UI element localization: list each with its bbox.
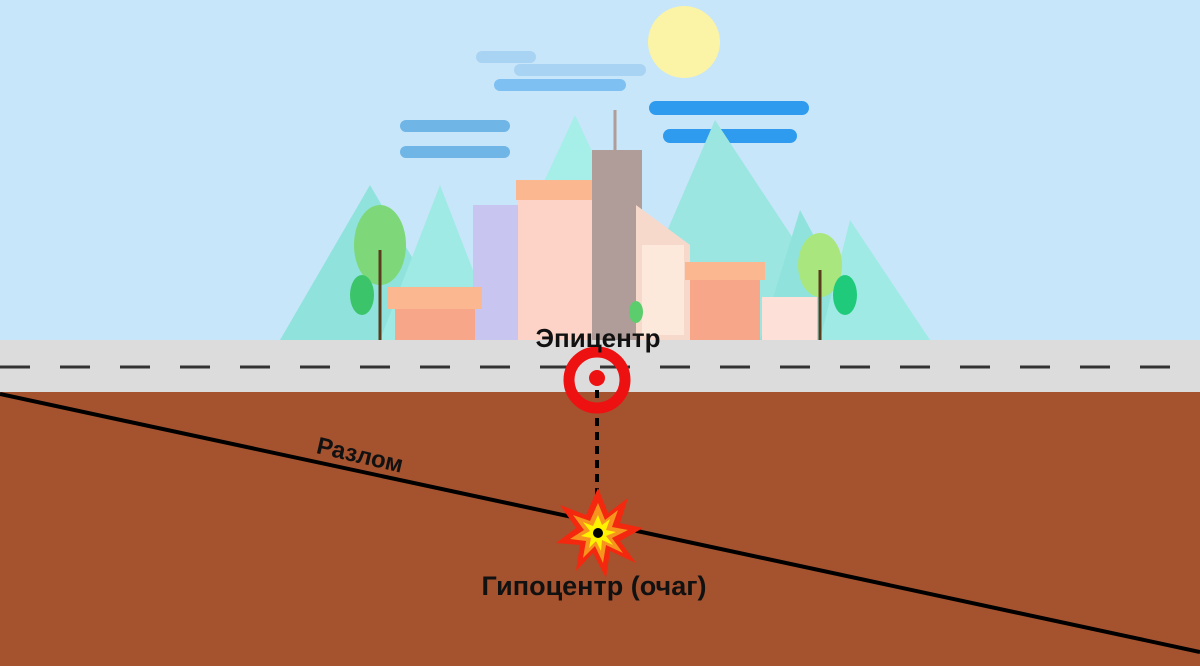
hypocenter-label: Гипоцентр (очаг) [482, 571, 707, 601]
buildings [388, 110, 817, 340]
epicenter-label: Эпицентр [536, 323, 661, 353]
hypocenter-explosion-icon [556, 488, 643, 578]
epicenter-marker [563, 346, 631, 414]
trees [350, 205, 857, 340]
clouds [400, 51, 809, 158]
sun [648, 6, 720, 78]
